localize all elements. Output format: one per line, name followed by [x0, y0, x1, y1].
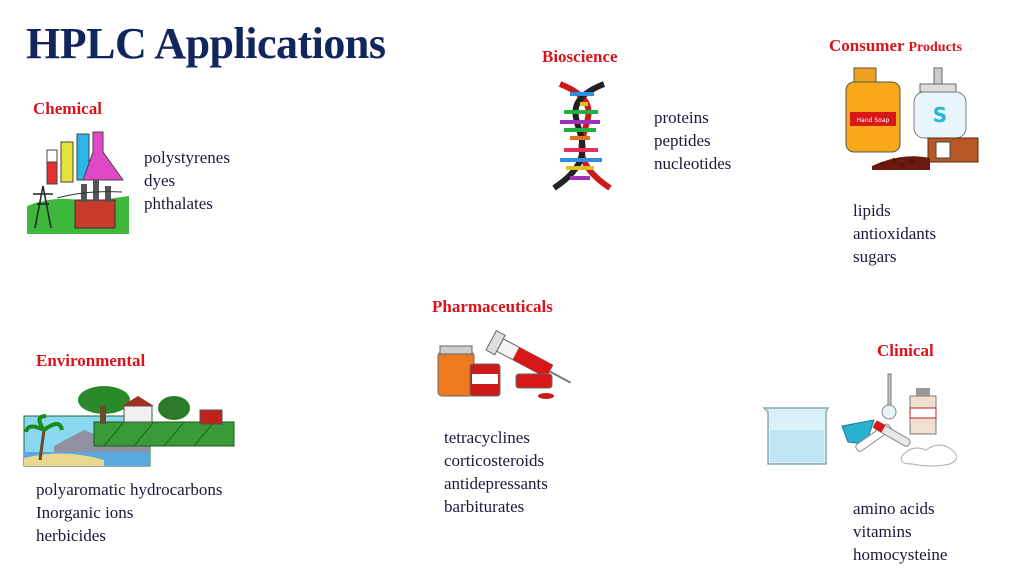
- list-item: herbicides: [36, 526, 106, 545]
- category-clinical-label: Clinical: [877, 341, 934, 360]
- chemical-items-list: polystyrenes dyes phthalates: [144, 146, 230, 215]
- dna-helix-icon: [552, 81, 612, 191]
- syringe-pills-icon: [437, 329, 572, 399]
- list-item: amino acids: [853, 499, 935, 518]
- consumer-items-list: lipids antioxidants sugars: [853, 199, 936, 268]
- consumer-label-main: Consumer: [829, 36, 905, 55]
- consumer-label-sub: Products: [908, 40, 962, 55]
- chemistry-flasks-factory-icon: [27, 124, 129, 234]
- list-item: antioxidants: [853, 224, 937, 243]
- list-item: vitamins: [853, 522, 912, 541]
- list-item: corticosteroids: [444, 451, 545, 470]
- list-item: proteins: [654, 108, 709, 127]
- list-item: barbiturates: [444, 497, 525, 516]
- bottle-label-text: Hand Soap: [857, 117, 890, 124]
- list-item: lipids: [853, 201, 891, 220]
- list-item: nucleotides: [654, 154, 732, 173]
- svg-text:S: S: [933, 103, 947, 127]
- category-pharmaceuticals-label: Pharmaceuticals: [432, 297, 553, 316]
- category-environmental-label: Environmental: [36, 351, 146, 370]
- bioscience-items-list: proteins peptides nucleotides: [654, 106, 731, 175]
- pharmaceuticals-items-list: tetracyclines corticosteroids antidepres…: [444, 426, 548, 518]
- list-item: antidepressants: [444, 474, 548, 493]
- category-bioscience-label: Bioscience: [542, 47, 618, 66]
- page-title: HPLC Applications: [26, 19, 386, 68]
- category-consumer-label: Consumer Products: [829, 36, 962, 56]
- list-item: homocysteine: [853, 545, 948, 564]
- list-item: sugars: [853, 247, 897, 266]
- environmental-items-list: polyaromatic hydrocarbons Inorganic ions…: [36, 478, 222, 547]
- clinical-items-list: amino acids vitamins homocysteine: [853, 497, 947, 566]
- consumer-products-icon: Hand Soap S: [845, 67, 979, 170]
- list-item: polystyrenes: [144, 148, 230, 167]
- list-item: peptides: [654, 131, 711, 150]
- lab-glassware-icon: [762, 373, 957, 467]
- list-item: phthalates: [144, 194, 213, 213]
- list-item: Inorganic ions: [36, 503, 134, 522]
- category-chemical-label: Chemical: [33, 99, 102, 118]
- list-item: polyaromatic hydrocarbons: [36, 480, 223, 499]
- landscape-farm-icon: [23, 386, 235, 467]
- list-item: dyes: [144, 171, 176, 190]
- list-item: tetracyclines: [444, 428, 530, 447]
